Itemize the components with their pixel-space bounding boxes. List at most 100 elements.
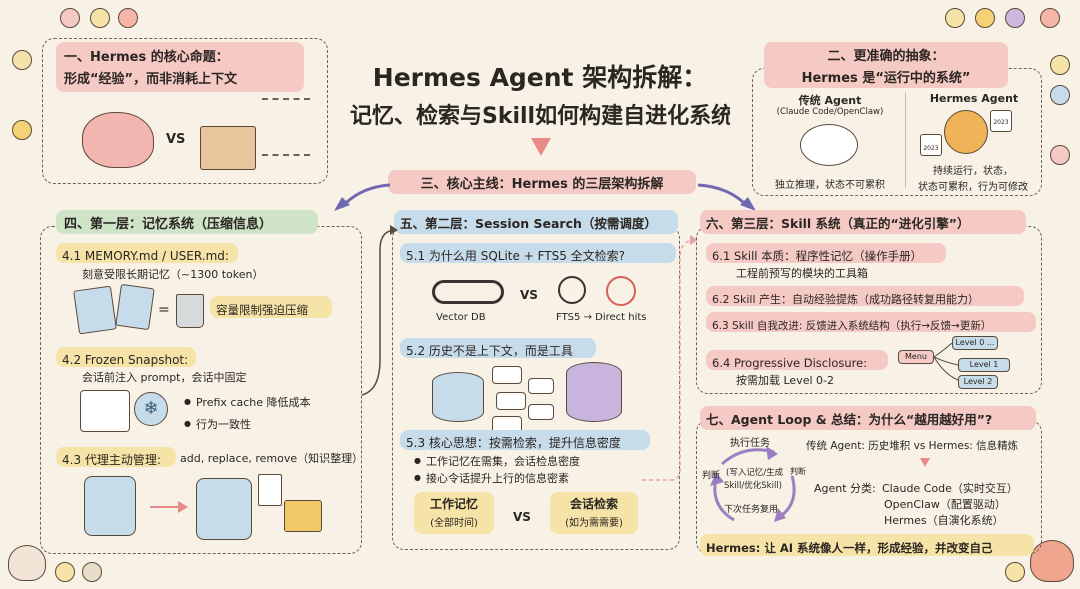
section-3-heading: 三、核心主线：Hermes 的三层架构拆解 [388, 170, 696, 194]
item-4-1-title: 4.1 MEMORY.md / USER.md: [56, 243, 238, 263]
item-5-1-title-text: 5.1 为什么用 SQLite + FTS5 全文检索? [406, 249, 626, 263]
heart-icon [1050, 145, 1070, 165]
calendar-year-right: 2023 [993, 119, 1009, 126]
item-5-2-title-text: 5.2 历史不是上下文，而是工具 [406, 344, 573, 358]
section-7-heading: 七、Agent Loop & 总结：为什么“越用越好用”? [700, 406, 1036, 430]
section-4-heading-text: 四、第一层：记忆系统（压缩信息） [64, 217, 273, 232]
session-search-box: 会话检索 (如为需需要) [550, 492, 638, 534]
title-line-1: Hermes Agent 架构拆解： [372, 63, 708, 92]
section-1-heading: 一、Hermes 的核心命题： 形成“经验”，而非消耗上下文 [56, 42, 304, 92]
database-icon [432, 372, 484, 422]
item-5-3-title: 5.3 核心思想：按需检索，提升信息密度 [400, 430, 650, 450]
laugh-emoji-icon [1040, 8, 1060, 28]
item-4-3-desc: add, replace, remove（知识整理） [180, 452, 364, 465]
divider [905, 92, 906, 188]
item-4-3-title-text: 4.3 代理主动管理: [62, 453, 161, 467]
traditional-agent-title: 传统 Agent [798, 94, 862, 107]
fts5-label: FTS5 → Direct hits [556, 312, 647, 323]
section-2-heading-line1: 二、更准确的抽象： [827, 49, 945, 64]
item-5-1-title: 5.1 为什么用 SQLite + FTS5 全文检索? [400, 243, 676, 263]
item-6-1-desc: 工程前预写的模块的工具箱 [736, 267, 868, 280]
magnifier-icon [558, 276, 586, 304]
item-6-3-title-text: 6.3 Skill 自我改进: 反馈进入系统结构（执行→反馈→更新） [712, 320, 992, 332]
snowflake-icon: ❄ [134, 392, 168, 426]
working-memory-line1: 工作记忆 [429, 497, 478, 511]
brain-icon [82, 112, 154, 168]
summary-banner: Hermes: 让 AI 系统像人一样，形成经验，并改变自己 [700, 534, 1034, 556]
notebook-icon [115, 283, 155, 331]
working-memory-line2: (全部时间) [430, 518, 478, 529]
menu-node: Menu [898, 350, 934, 364]
notebook-icon [73, 285, 117, 335]
chat-bubble-icon [528, 404, 554, 420]
item-4-2-bullet-1: Prefix cache 降低成本 [184, 394, 311, 410]
arrow-5-to-6 [642, 235, 698, 481]
arrow-to-layer-3 [697, 183, 756, 211]
chat-bubble-icon [528, 378, 554, 394]
agent-class-3: Hermes（自演化系统） [884, 514, 1004, 527]
section-6-heading: 六、第三层：Skill 系统（真正的“进化引擎”） [700, 210, 1026, 234]
section-5-vs: VS [520, 288, 538, 302]
hermes-agent-desc-line1: 持续运行，状态， [933, 166, 1013, 177]
item-6-2-title: 6.2 Skill 产生：自动经验提炼（成功路径转复用能力） [706, 286, 1024, 306]
item-4-2-title: 4.2 Frozen Snapshot: [56, 347, 196, 367]
menu-tree-lines [934, 342, 959, 381]
agent-class-label: Agent 分类: [814, 482, 876, 495]
paper-plane-icon [82, 562, 102, 582]
glasses-icon [432, 280, 504, 304]
heart-icon [60, 8, 80, 28]
item-6-4-title: 6.4 Progressive Disclosure: [706, 350, 888, 370]
section-3-heading-text: 三、核心主线：Hermes 的三层架构拆解 [420, 177, 664, 192]
chat-bubble-icon [496, 392, 526, 410]
loop-center-line1: (写入记忆/生成 [726, 468, 784, 478]
star-emoji-icon [975, 8, 995, 28]
item-4-3-title: 4.3 代理主动管理: [56, 447, 176, 467]
calendar-icon [920, 134, 942, 156]
trash-can-icon [176, 294, 204, 328]
title-line-2: 记忆、检索与Skill如何构建自进化系统 [350, 104, 730, 129]
section-2-heading-line2: Hermes 是“运行中的系统” [801, 71, 971, 86]
section-1-heading-line2: 形成“经验”，而非消耗上下文 [64, 72, 238, 87]
item-6-4-title-text: 6.4 Progressive Disclosure: [712, 356, 868, 370]
loop-reuse-next: 下次任务复用 [724, 505, 779, 515]
vector-db-label: Vector DB [436, 312, 486, 323]
item-6-1-title-text: 6.1 Skill 本质：程序性记忆（操作手册） [712, 249, 923, 263]
folder-icon [284, 500, 322, 532]
sad-emoji-icon [1050, 85, 1070, 105]
item-4-2-bullet-2: 行为一致性 [184, 416, 251, 432]
smile-emoji-icon [1050, 55, 1070, 75]
angry-emoji-icon [118, 8, 138, 28]
item-4-1-tag-text: 容量限制强迫压缩 [216, 303, 308, 317]
down-arrow-small-icon [920, 458, 930, 467]
arrow-to-layer-1 [334, 183, 391, 211]
smile-emoji-icon [1005, 562, 1025, 582]
right-arrow-head-icon [178, 501, 188, 513]
loop-judge-left: 判断 [702, 471, 721, 481]
level-0-node: Level 0 ... [952, 336, 998, 350]
gear-icon [944, 110, 988, 154]
session-search-line1: 会话检索 [569, 497, 618, 511]
database-icon [566, 362, 622, 422]
down-arrow-icon [531, 138, 551, 156]
item-4-1-desc: 刻意受限长期记忆（~1300 token） [82, 268, 264, 281]
section-1-box [42, 38, 328, 184]
calendar-icon [80, 390, 130, 432]
equals-sign: = [158, 302, 170, 318]
agent-loop-cycle-icon [710, 446, 796, 522]
level-1-node: Level 1 [958, 358, 1010, 372]
calendar-year-left: 2023 [923, 145, 939, 152]
section-7-heading-text: 七、Agent Loop & 总结：为什么“越用越好用”? [706, 412, 993, 427]
item-4-1-title-text: 4.1 MEMORY.md / USER.md: [62, 249, 229, 263]
hermes-agent-desc-line2: 状态可累积，行为可修改 [918, 182, 1028, 193]
item-4-1-tag: 容量限制强迫压缩 [210, 296, 332, 318]
agent-class-2: OpenClaw（配置驱动） [884, 498, 1006, 511]
smile-emoji-icon [55, 562, 75, 582]
item-5-2-title: 5.2 历史不是上下文，而是工具 [400, 338, 596, 358]
item-4-2-desc: 会话前注入 prompt，会话中固定 [82, 371, 247, 384]
robot-icon [196, 478, 252, 540]
robot-icon [84, 476, 136, 536]
loop-center-line2: Skill/优化Skill) [724, 481, 782, 491]
surprised-emoji-icon [1005, 8, 1025, 28]
star-icon [12, 120, 32, 140]
loop-judge-right: 判断 [790, 467, 806, 476]
